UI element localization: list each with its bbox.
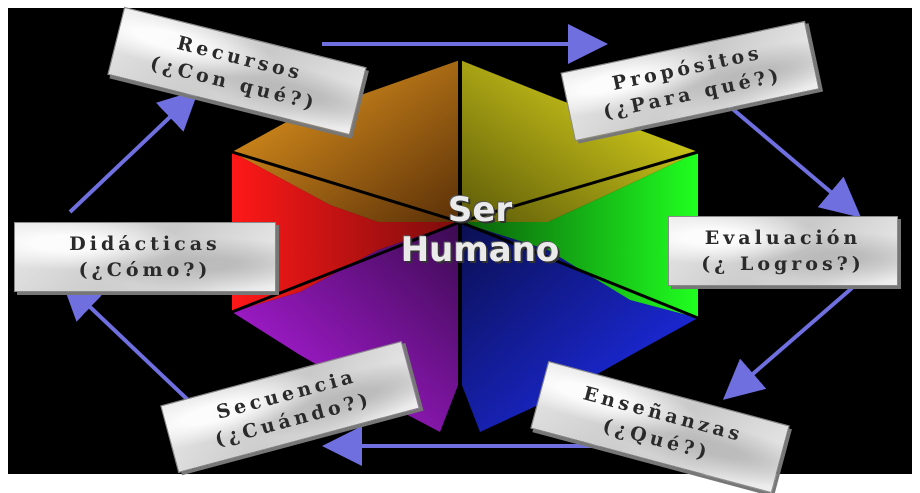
center-title-line1: Ser xyxy=(375,190,585,230)
node-title: Didácticas xyxy=(69,231,220,257)
arrow-evaluacion-to-ensenanzas xyxy=(732,288,852,392)
node-evaluacion: Evaluación (¿ Logros?) xyxy=(668,216,898,286)
center-title: Ser Humano xyxy=(375,190,585,270)
node-subtitle: (¿ Logros?) xyxy=(701,251,865,277)
diagram-canvas: Ser Humano Recursos (¿Con qué?) Propósit… xyxy=(0,0,920,481)
center-title-line2: Humano xyxy=(375,230,585,270)
node-title: Evaluación xyxy=(705,225,861,251)
arrow-secuencia-to-didacticas xyxy=(70,288,188,400)
arrow-propositos-to-evaluacion xyxy=(722,100,852,210)
node-didacticas: Didácticas (¿Cómo?) xyxy=(14,222,276,292)
node-subtitle: (¿Cómo?) xyxy=(79,257,212,283)
arrow-didacticas-to-recursos xyxy=(70,98,190,212)
